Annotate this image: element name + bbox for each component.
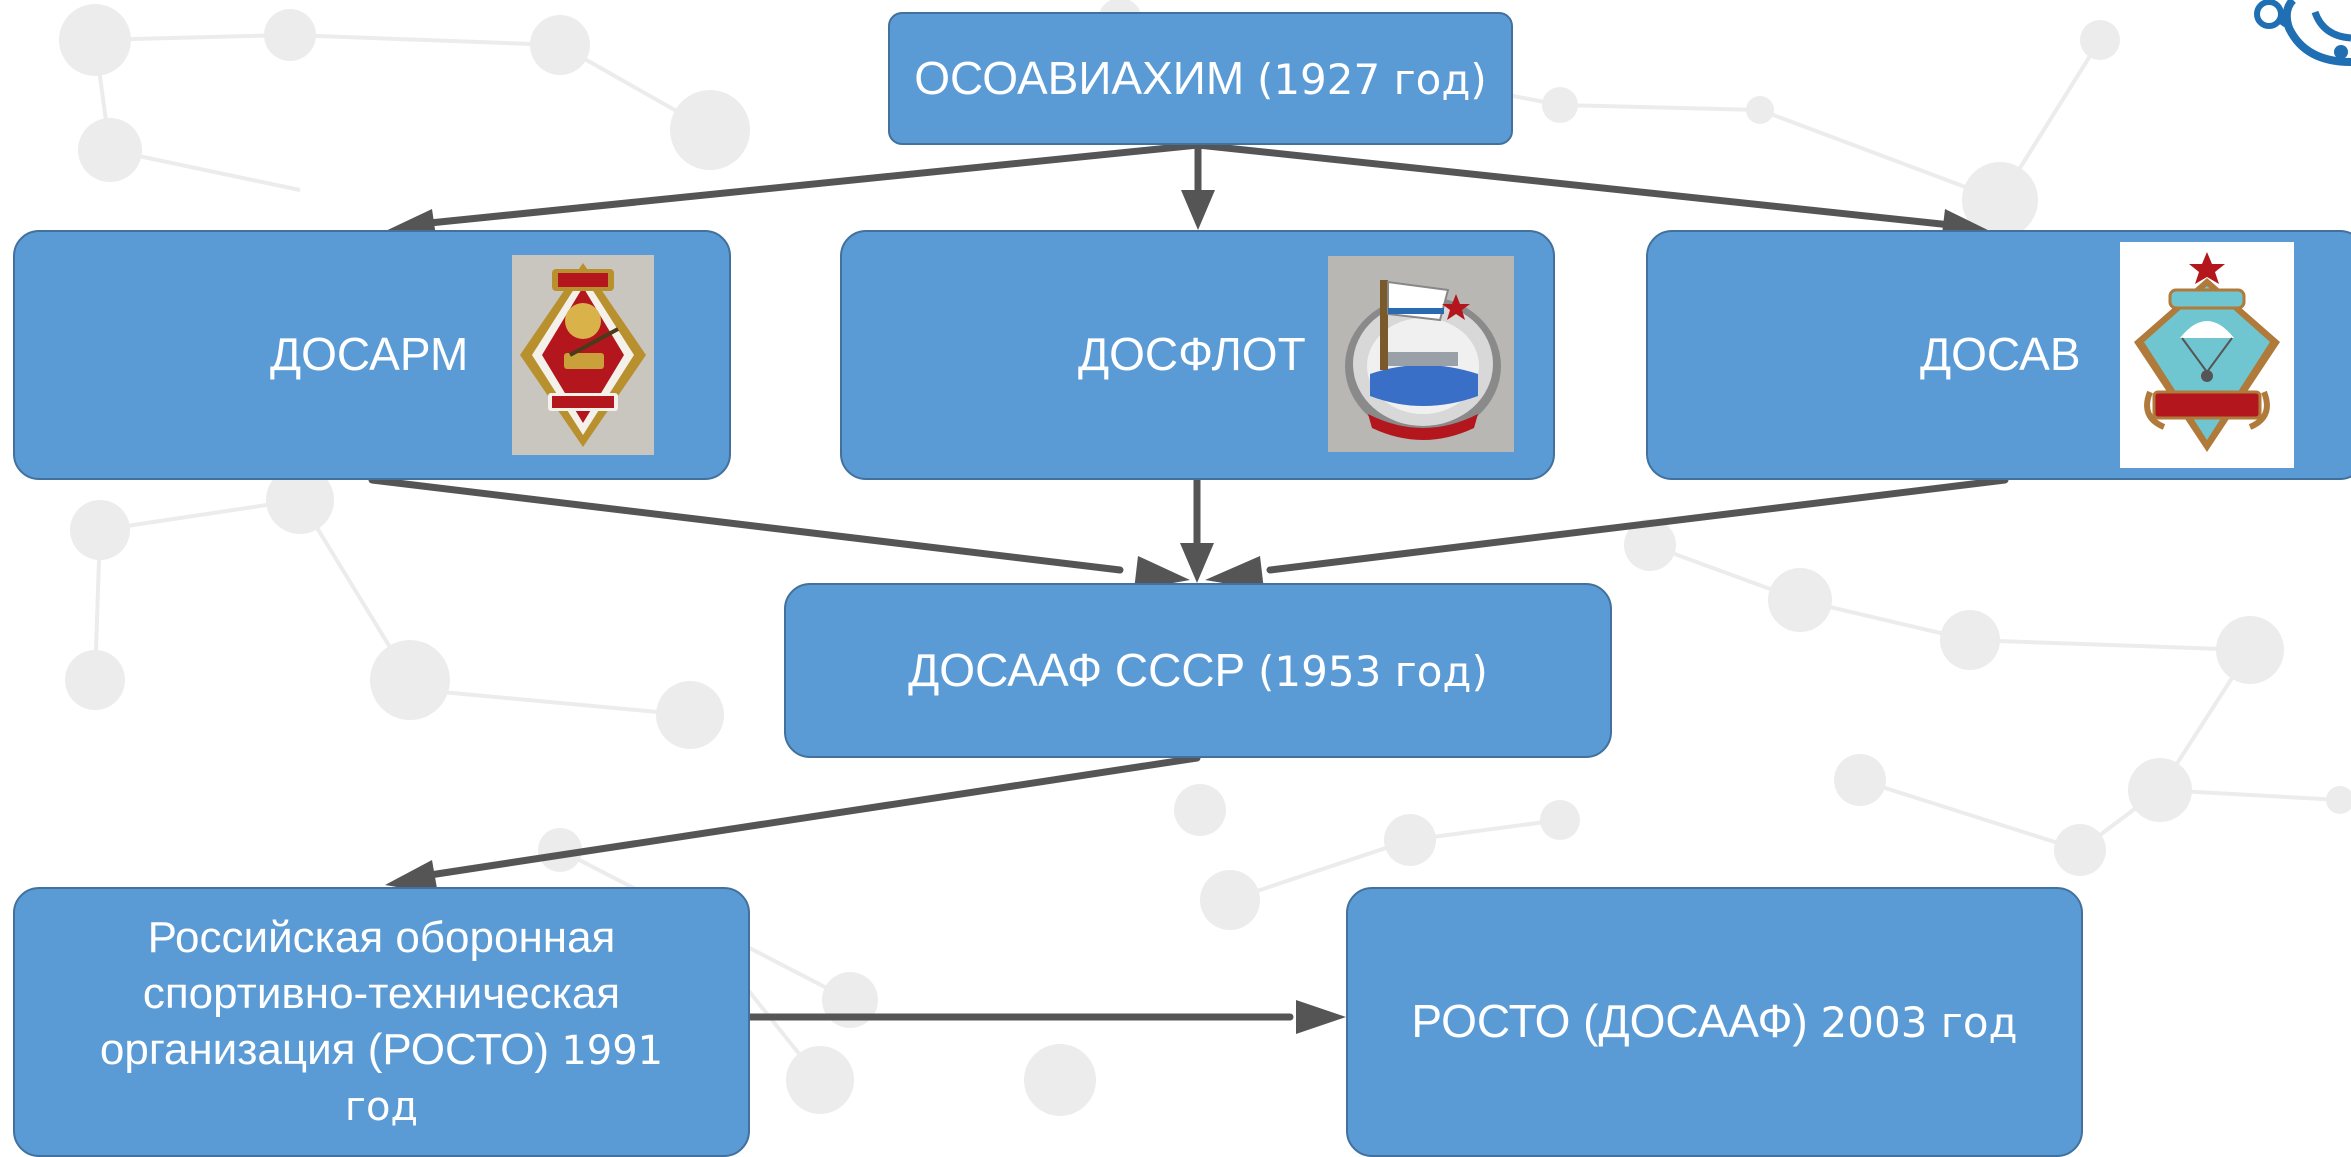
dosflot-name: ДОСФЛОТ [1078, 328, 1306, 381]
arrowhead-rosto2003 [1296, 1000, 1346, 1034]
node-rosto-1991: Российская оборонная спортивно-техническ… [13, 887, 750, 1157]
arrowhead-dosaaf-right [1205, 556, 1264, 590]
osoaviakhim-year: (1927 год) [1256, 54, 1487, 104]
node-dosav-label: ДОСАВ [1920, 327, 2081, 382]
node-dosaaf-label: ДОСААФ СССР (1953 год) [908, 643, 1488, 698]
dosav-name: ДОСАВ [1920, 328, 2081, 381]
node-dosarm-label: ДОСАРМ [270, 327, 468, 382]
osoaviakhim-name: ОСОАВИАХИМ [914, 51, 1245, 104]
rosto2003-name: РОСТО (ДОСААФ) [1411, 995, 1808, 1048]
dosaaf-name: ДОСААФ СССР [908, 643, 1246, 696]
arrow-osoaviakhim-dosav [1194, 141, 1964, 230]
node-osoaviakhim-label: ОСОАВИАХИМ (1927 год) [914, 51, 1487, 106]
node-rosto-2003: РОСТО (ДОСААФ) 2003 год [1346, 887, 2083, 1157]
circuit-logo-icon [2254, 0, 2351, 66]
arrow-osoaviakhim-dosarm [406, 141, 1202, 229]
dosflot-badge-icon [1328, 256, 1514, 452]
dosarm-name: ДОСАРМ [270, 328, 469, 381]
rosto1991-name: Российская оборонная спортивно-техническ… [99, 913, 621, 1074]
arrow-dosav-dosaaf [1266, 476, 2009, 574]
arrowhead-dosaaf-center [1180, 543, 1214, 583]
node-dosaaf-ussr: ДОСААФ СССР (1953 год) [784, 583, 1612, 758]
node-dosflot-label: ДОСФЛОТ [1078, 327, 1306, 382]
arrow-dosaaf-rosto1991 [426, 754, 1201, 879]
rosto1991-year: 1991 год [344, 1028, 664, 1130]
node-rosto1991-label: Российская оборонная спортивно-техническ… [15, 910, 748, 1134]
arrowhead-dosaaf-left [1134, 556, 1190, 590]
dosav-badge-icon [2120, 242, 2294, 468]
arrowhead-rosto1991 [385, 860, 438, 894]
node-rosto2003-label: РОСТО (ДОСААФ) 2003 год [1411, 994, 2017, 1049]
dosaaf-year: (1953 год) [1258, 646, 1488, 696]
arrowhead-dosflot [1181, 190, 1215, 230]
rosto2003-year: 2003 год [1820, 998, 2018, 1048]
node-osoaviakhim: ОСОАВИАХИМ (1927 год) [888, 12, 1513, 145]
dosarm-badge-icon [512, 255, 654, 455]
arrow-dosarm-dosaaf [368, 476, 1124, 574]
